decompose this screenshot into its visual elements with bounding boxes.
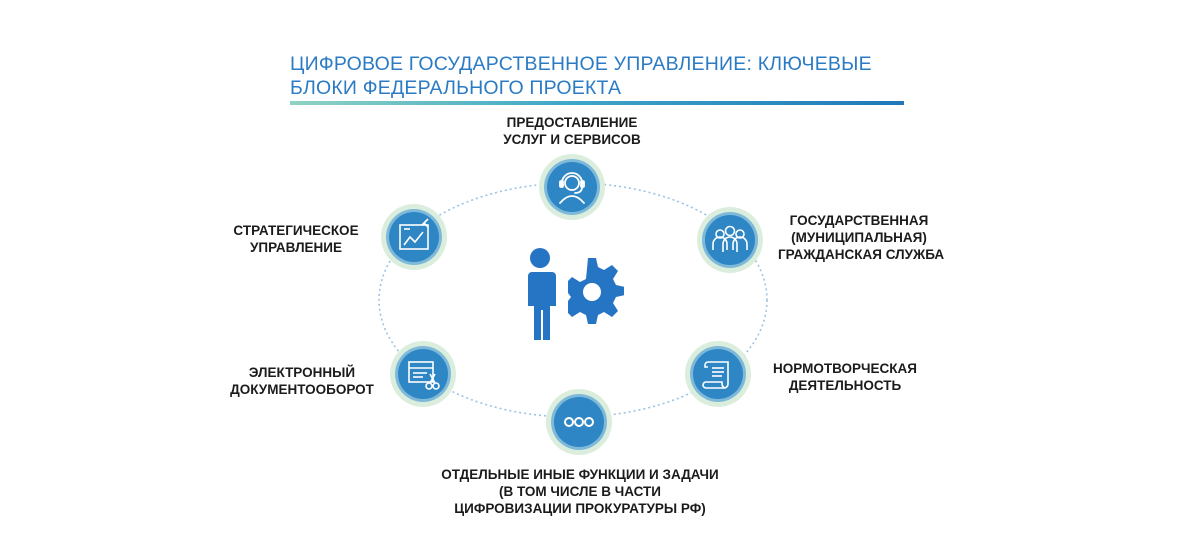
title-line-1: ЦИФРОВОЕ ГОСУДАРСТВЕННОЕ УПРАВЛЕНИЕ: КЛЮ… xyxy=(290,53,872,75)
page-title: ЦИФРОВОЕ ГОСУДАРСТВЕННОЕ УПРАВЛЕНИЕ: КЛЮ… xyxy=(290,52,930,100)
label-services-line-1: ПРЕДОСТАВЛЕНИЕ xyxy=(506,115,638,130)
node-other xyxy=(546,389,612,455)
scroll-document-icon xyxy=(702,361,729,389)
person-gear-icon xyxy=(528,248,624,340)
label-strategic-line-2: УПРАВЛЕНИЕ xyxy=(249,240,342,255)
title-underline xyxy=(290,101,904,105)
operator-headset-icon xyxy=(559,172,585,204)
label-edo: ЭЛЕКТРОННЫЙ ДОКУМЕНТООБОРОТ xyxy=(220,364,384,398)
label-edo-line-2: ДОКУМЕНТООБОРОТ xyxy=(230,382,374,397)
label-edo-line-1: ЭЛЕКТРОННЫЙ xyxy=(248,365,356,380)
group-people-icon xyxy=(712,225,748,252)
label-other-line-2: (В ТОМ ЧИСЛЕ В ЧАСТИ xyxy=(499,484,661,499)
title-line-2: БЛОКИ ФЕДЕРАЛЬНОГО ПРОЕКТА xyxy=(290,77,622,99)
node-strategic xyxy=(381,204,447,270)
label-civil-service-line-2: (МУНИЦИПАЛЬНАЯ) xyxy=(791,230,927,245)
document-scissors-icon xyxy=(408,361,440,390)
node-edo xyxy=(390,341,456,407)
label-other: ОТДЕЛЬНЫЕ ИНЫЕ ФУНКЦИИ И ЗАДАЧИ (В ТОМ Ч… xyxy=(420,466,740,517)
label-civil-service-line-3: ГРАЖДАНСКАЯ СЛУЖБА xyxy=(778,247,945,262)
label-rulemaking: НОРМОТВОРЧЕСКАЯ ДЕЯТЕЛЬНОСТЬ xyxy=(762,360,928,394)
label-other-line-3: ЦИФРОВИЗАЦИИ ПРОКУРАТУРЫ РФ) xyxy=(454,501,706,516)
label-strategic: СТРАТЕГИЧЕСКОЕ УПРАВЛЕНИЕ xyxy=(226,222,366,256)
label-strategic-line-1: СТРАТЕГИЧЕСКОЕ xyxy=(233,223,359,238)
node-rulemaking xyxy=(685,341,751,407)
label-services: ПРЕДОСТАВЛЕНИЕ УСЛУГ И СЕРВИСОВ xyxy=(476,114,668,148)
node-services xyxy=(539,154,605,220)
node-civil-service xyxy=(697,207,763,273)
label-civil-service: ГОСУДАРСТВЕННАЯ (МУНИЦИПАЛЬНАЯ) ГРАЖДАНС… xyxy=(778,212,945,263)
label-rulemaking-line-1: НОРМОТВОРЧЕСКАЯ xyxy=(773,361,917,376)
label-services-line-2: УСЛУГ И СЕРВИСОВ xyxy=(503,132,641,147)
blueprint-plan-icon xyxy=(399,218,429,250)
label-other-line-1: ОТДЕЛЬНЫЕ ИНЫЕ ФУНКЦИИ И ЗАДАЧИ xyxy=(441,467,719,482)
label-civil-service-line-1: ГОСУДАРСТВЕННАЯ xyxy=(789,213,929,228)
label-rulemaking-line-2: ДЕЯТЕЛЬНОСТЬ xyxy=(788,378,902,393)
ellipsis-dots-icon xyxy=(564,417,594,427)
